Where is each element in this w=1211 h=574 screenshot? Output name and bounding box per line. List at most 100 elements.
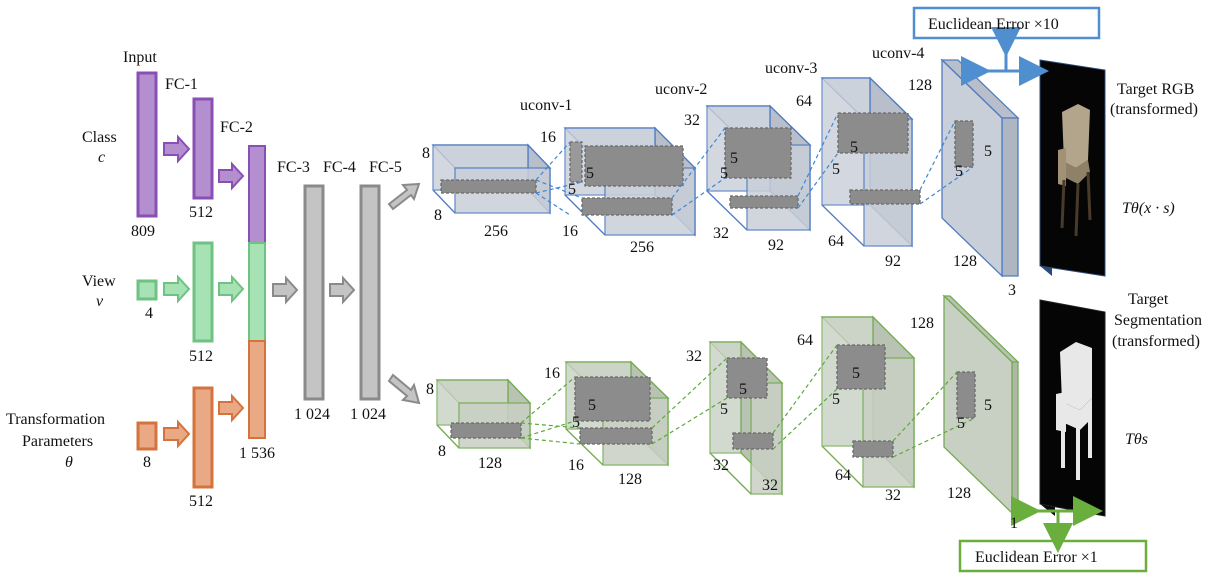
view-fc-bar: [194, 243, 212, 341]
class-fc1-bar: [194, 99, 212, 198]
seg-u2-depth: 32: [686, 348, 702, 365]
rgb-title-2: (transformed): [1110, 101, 1198, 118]
view-fc-size: 512: [189, 348, 213, 365]
seg-title-3: (transformed): [1112, 333, 1200, 350]
arrow-fc3-fc4: [330, 278, 354, 302]
rgb-error-label: Euclidean Error ×10: [928, 16, 1059, 33]
rgb-u4-w: 3: [1008, 282, 1016, 299]
seg-u4-k1: 5: [984, 397, 992, 414]
seg-u3-depth: 64: [797, 332, 813, 349]
rgb-u1-k2: 5: [568, 181, 576, 198]
fc2-size: 1 536: [239, 445, 275, 462]
rgb-in-w: 256: [484, 223, 508, 240]
view-input-bar: [138, 281, 156, 299]
rgb-output-image: [1040, 60, 1105, 276]
rgb-u2-w: 92: [768, 237, 784, 254]
seg-u2-h: 32: [713, 457, 729, 474]
rgb-input-block: [433, 145, 550, 213]
rgb-formula: Tθ(x · s): [1122, 200, 1175, 217]
rgb-u2-depth: 32: [684, 112, 700, 129]
arrow-fc4-seg: [389, 375, 419, 403]
rgb-u3-k1: 5: [850, 139, 858, 156]
fc2-class-part: [249, 146, 265, 243]
fc2-label: FC-2: [220, 119, 253, 136]
seg-title-1: Target: [1128, 291, 1169, 308]
fc3-size: 1 024: [294, 406, 330, 423]
trans-label-2: Parameters: [22, 433, 93, 450]
class-input-bar: [138, 73, 156, 216]
rgb-u1-h: 16: [562, 223, 578, 240]
seg-u3-w: 32: [885, 487, 901, 504]
fc2-trans-part: [249, 341, 265, 438]
rgb-u1-w: 256: [630, 239, 654, 256]
seg-error-arrows: [1026, 511, 1088, 538]
rgb-u2-k1: 5: [730, 150, 738, 167]
seg-u2-k2: 5: [720, 401, 728, 418]
rgb-u2-k2: 5: [720, 165, 728, 182]
seg-u2-k1: 5: [739, 381, 747, 398]
fc2-view-part: [249, 243, 265, 341]
seg-u1-h: 16: [568, 457, 584, 474]
seg-u3-k1: 5: [852, 365, 860, 382]
arrow-viewfc-fc2: [219, 277, 243, 301]
rgb-u1-depth: 16: [540, 129, 556, 146]
arrow-trans-fc: [164, 422, 189, 446]
seg-uconv1-block: [566, 362, 668, 465]
seg-u3-h: 64: [835, 467, 851, 484]
rgb-in-h: 8: [434, 207, 442, 224]
rgb-u3-k2: 5: [832, 161, 840, 178]
seg-u4-depth: 128: [910, 315, 934, 332]
arrow-view-fc: [164, 277, 189, 301]
seg-u4-k2: 5: [957, 415, 965, 432]
view-var: v: [96, 293, 104, 310]
seg-u4-w: 1: [1010, 515, 1018, 532]
fc3-bar: [305, 186, 323, 399]
seg-u1-k1: 5: [588, 397, 596, 414]
seg-in-w: 128: [478, 455, 502, 472]
uconv2-label: uconv-2: [655, 81, 707, 98]
fc4-bar: [361, 186, 379, 399]
trans-label-1: Transformation: [6, 411, 105, 428]
arrow-fc4-rgb: [389, 184, 419, 209]
uconv3-label: uconv-3: [765, 60, 817, 77]
view-size: 4: [145, 305, 153, 322]
rgb-u1-k1: 5: [586, 165, 594, 182]
seg-u1-w: 128: [618, 471, 642, 488]
rgb-u4-depth: 128: [908, 77, 932, 94]
arrow-class-fc1: [164, 137, 189, 161]
seg-uconv4-block: [944, 296, 1018, 513]
rgb-u3-h: 64: [828, 233, 844, 250]
class-label: Class: [82, 129, 117, 146]
seg-input-block: [437, 380, 530, 448]
arrow-fc1-fc2: [219, 164, 243, 188]
trans-var: θ: [65, 454, 73, 471]
seg-u1-depth: 16: [544, 365, 560, 382]
rgb-u4-k1: 5: [984, 143, 992, 160]
fc3-label: FC-3: [277, 159, 310, 176]
view-label: View: [82, 273, 116, 290]
class-size: 809: [131, 223, 155, 240]
trans-fc-size: 512: [189, 493, 213, 510]
arrow-transfc-fc2: [219, 396, 243, 420]
rgb-uconv1-block: [565, 128, 695, 235]
seg-in-depth: 8: [426, 381, 434, 398]
seg-title-2: Segmentation: [1114, 312, 1202, 329]
uconv1-label: uconv-1: [520, 97, 572, 114]
rgb-u3-w: 92: [885, 253, 901, 270]
rgb-u4-h: 128: [953, 253, 977, 270]
seg-in-h: 8: [438, 443, 446, 460]
seg-output-image: [1040, 300, 1105, 516]
fc1-label: FC-1: [165, 76, 198, 93]
trans-fc-bar: [194, 388, 212, 487]
arrow-fc2-fc3: [273, 278, 297, 302]
rgb-error-arrows: [976, 42, 1034, 71]
seg-error-label: Euclidean Error ×1: [975, 549, 1098, 566]
uconv4-label: uconv-4: [872, 45, 924, 62]
fc4-size: 1 024: [350, 406, 386, 423]
rgb-u3-depth: 64: [796, 93, 812, 110]
rgb-u2-h: 32: [713, 225, 729, 242]
class-var: c: [98, 149, 105, 166]
trans-input-bar: [138, 423, 156, 449]
rgb-title-1: Target RGB: [1117, 81, 1194, 98]
